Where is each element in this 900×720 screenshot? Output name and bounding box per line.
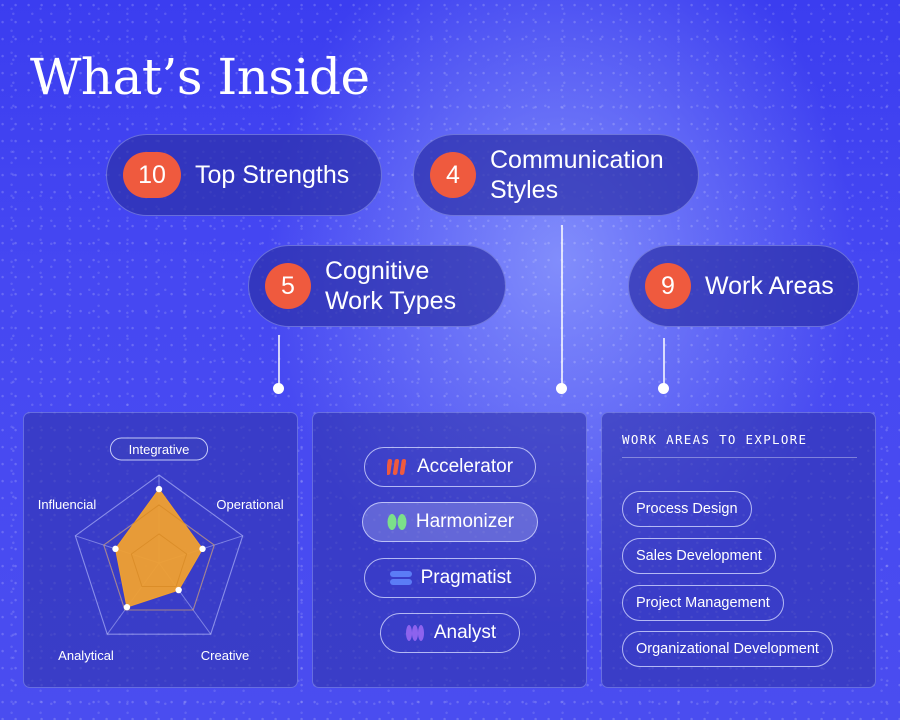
style-label: Analyst (433, 622, 497, 643)
radar-point (112, 545, 119, 553)
radar-axis-label: Influencial (38, 497, 97, 512)
stat-communication-styles: 4 Communication Styles (413, 134, 699, 216)
radar-grid-ring (103, 504, 215, 611)
radar-data-area (114, 488, 204, 608)
analyst-icon (404, 624, 426, 642)
radar-axis-label: Creative (201, 648, 249, 663)
stat-label: Communication Styles (490, 146, 664, 204)
connector-dot (658, 383, 669, 394)
radar-inner-ring (130, 533, 188, 587)
pragmatist-icon (389, 569, 413, 587)
radar-axis-label: Integrative (129, 442, 190, 457)
work-areas-card: WORK AREAS TO EXPLORE Process Design Sal… (601, 412, 876, 688)
style-label: Pragmatist (420, 567, 512, 588)
style-chip-accelerator[interactable]: Accelerator (364, 447, 536, 487)
radar-point (175, 586, 182, 594)
stat-label: Cognitive Work Types (325, 257, 457, 315)
stat-label: Top Strengths (195, 161, 350, 189)
accelerator-icon (386, 458, 409, 476)
work-area-chip[interactable]: Project Management (622, 585, 784, 621)
stat-number: 5 (265, 263, 311, 309)
connector-line (278, 335, 280, 387)
work-area-chip[interactable]: Sales Development (622, 538, 776, 574)
stat-number: 10 (123, 152, 181, 198)
work-area-chip[interactable]: Process Design (622, 491, 752, 527)
style-chip-harmonizer[interactable]: Harmonizer (362, 502, 538, 542)
radar-point (155, 485, 163, 493)
stat-work-areas: 9 Work Areas (628, 245, 859, 327)
connector-dot (556, 383, 567, 394)
page-title: What’s Inside (30, 48, 370, 106)
connector-line (561, 225, 563, 387)
radar-label-highlight (109, 437, 209, 461)
radar-point (199, 545, 206, 553)
stat-label: Work Areas (705, 272, 834, 300)
style-chip-pragmatist[interactable]: Pragmatist (364, 558, 536, 598)
divider (622, 457, 857, 458)
connector-dot (273, 383, 284, 394)
style-label: Harmonizer (415, 511, 515, 532)
radar-grid-ring (74, 474, 244, 635)
style-chip-analyst[interactable]: Analyst (380, 613, 520, 653)
stat-top-strengths: 10 Top Strengths (106, 134, 382, 216)
style-label: Accelerator (416, 456, 514, 477)
radar-point (123, 603, 131, 611)
harmonizer-icon (386, 513, 408, 531)
stat-cognitive-work-types: 5 Cognitive Work Types (248, 245, 506, 327)
radar-axis-label: Analytical (58, 648, 114, 663)
communication-styles-card: Accelerator Harmonizer Pragmatist Analys… (312, 412, 587, 688)
connector-line (663, 338, 665, 387)
radar-axis-label: Operational (216, 497, 283, 512)
stat-number: 9 (645, 263, 691, 309)
stat-number: 4 (430, 152, 476, 198)
work-area-chip[interactable]: Organizational Development (622, 631, 833, 667)
work-areas-heading: WORK AREAS TO EXPLORE (622, 432, 808, 447)
radar-inner-ring (103, 504, 215, 611)
